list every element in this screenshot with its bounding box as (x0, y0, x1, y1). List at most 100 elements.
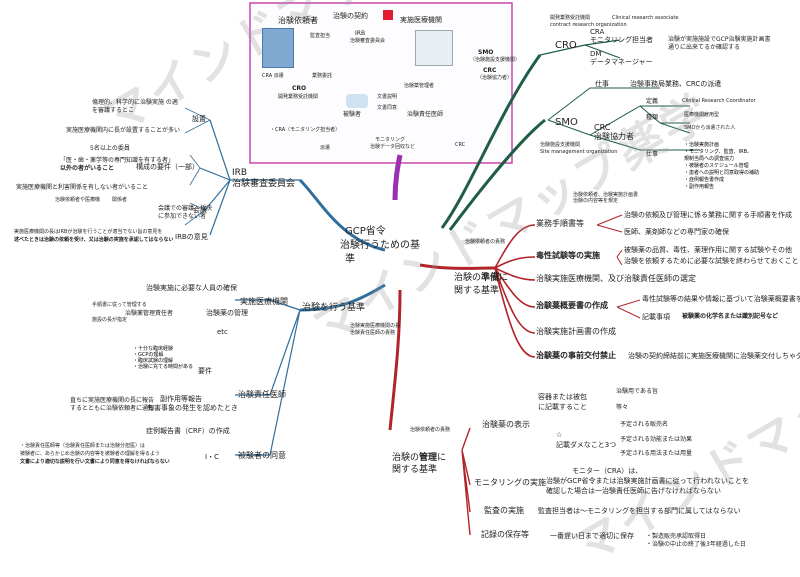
prep-summary: 治験薬概要書の作成 (536, 301, 608, 310)
smo-note2: Site management organization (540, 149, 618, 155)
manage-label-d: 等々 (616, 404, 629, 411)
fig-crc-sub: （治験協力者） (477, 75, 513, 81)
manage-title-2: 関する基準 (392, 465, 438, 475)
perform-req: 要件 (198, 367, 212, 375)
fig-crc: CRC (483, 67, 497, 74)
fig-cra: ・CRA（モニタリング担当者） (270, 127, 341, 133)
req-item: ・臨床試験の理解 (133, 358, 174, 364)
fig-cro: CRO (292, 85, 307, 92)
irb-setup-a: 倫理的、科学的に治験実施 の適 (92, 99, 178, 106)
crc-type2: SMOから派遣された人 (684, 125, 736, 131)
prep-title-2: 関する基準 (454, 286, 500, 296)
hospital-icon (415, 30, 453, 66)
irb-meet-d: に参加できない者 (158, 213, 207, 220)
perform-req-list: ・十分な臨床経験 ・GCPの理解 ・臨床試験の理解 ・治験に充てる時間がある (133, 346, 193, 370)
manage-rec-b: ・製造販売承認取得日 (646, 533, 707, 540)
irb-op-a: 実施医療機関の長はIRBが治験を行うことが適当でない旨の意見を (14, 229, 163, 235)
fig-participant: 被験者 (343, 111, 362, 118)
fig-business: 業務委託 (312, 73, 333, 79)
irb-opinion: IRBの意見 (175, 233, 208, 241)
crc-task: ・症例報告書作成 (684, 177, 725, 183)
manage-note: 治験依頼者の責務 (410, 427, 451, 433)
dm-desc: データマネージャー (590, 58, 653, 66)
branch-green-cro (440, 54, 542, 229)
irb-setup-c: 実施医療機関内に長が設置することが多い (66, 127, 181, 134)
branch-blue-perform (299, 283, 386, 312)
prep-mini1: 治験依頼者、治験実施計画書 (573, 192, 639, 198)
manage-label-a: 容器または被包 (538, 393, 587, 401)
patient-icon (346, 94, 368, 108)
central-line2: 治験行うための基 (340, 240, 420, 251)
fig-monitoring: モニタリング (375, 137, 406, 143)
prep-tox-b: 治験を依頼するために必要な試験を終わらせておくこと (624, 257, 799, 265)
crc-desc: 治験協力者 (594, 132, 634, 141)
fig-smo-sub: （治験施設支援機関） (470, 57, 521, 63)
manage-records: 記録の保存等 (481, 530, 529, 539)
manage-label-e: 記載ダメなこと3つ (556, 441, 617, 449)
irb-meeting: 会議 (193, 206, 207, 214)
manage-label: 治験薬の表示 (482, 420, 530, 429)
irb-meet-a: 治験依頼者や医療機 (55, 197, 101, 203)
prep-mini2: 治験の内容等を規定 (573, 198, 619, 204)
crc-task: ・患者への説明と同意取得の補助 (684, 170, 760, 176)
irb-mem-b: 「医・歯・薬学等の専門知識を有する者」 (60, 157, 175, 164)
manage-label-star: ☆ (556, 431, 563, 439)
perform-adverse: 副作用等報告 (160, 395, 202, 403)
smo-note1: 治験施設支援機関 (540, 142, 581, 148)
manage-label-g: 予定される効能または効果 (620, 436, 693, 443)
crc-definition: 定義 (646, 98, 659, 105)
fig-smo: SMO (478, 49, 494, 56)
irb-setup-b: を審議するとこ (92, 107, 135, 114)
prep-selection: 治験実施医療機関、及び治験責任医師の選定 (536, 274, 696, 283)
fig-consent-doc: 文書説明 (377, 94, 398, 100)
irb-mem-a: 5名以上の委員 (90, 145, 130, 152)
fig-crc-small: CRC (455, 142, 466, 148)
cra-desc: モニタリング担当者 (590, 36, 653, 44)
fig-irb: IRB (355, 30, 366, 37)
building-icon (262, 28, 294, 68)
fig-institution: 実施医療機関 (400, 16, 442, 24)
perform-adv-a: 有害事象の発生を認めたとき (147, 404, 238, 412)
manage-monitoring: モニタリングの実施 (474, 478, 546, 487)
cro-title: CRO (555, 40, 577, 51)
crc-task-list: ・治験実施計画 ・モニタリング、監査、IRB、 規制当局への調査協力 ・被験者の… (684, 142, 759, 191)
prep-summary-b: 記載事項 (642, 313, 670, 321)
irb-setup: 設置 (192, 115, 206, 123)
fig-irb-sub: 治験審査委員会 (350, 38, 386, 44)
perform-investigator: 治験責任医師 (238, 390, 286, 399)
fig-sponsor: 治験依頼者 (278, 16, 318, 25)
crc-types: 種類 (646, 114, 659, 121)
manage-audit: 監査の実施 (484, 506, 524, 515)
req-item: ・十分な臨床経験 (133, 346, 174, 352)
fig-dispatch: 派遣 (320, 145, 331, 151)
crc-work2: 仕事 (646, 151, 659, 158)
smo-title: SMO (555, 117, 578, 128)
perform-mgr-b: 施設の長が指定 (92, 317, 128, 323)
fig-monitor: 監査担当 (310, 33, 331, 39)
hospital-cross-icon (383, 10, 393, 20)
perform-institution: 実施医療機関 (240, 297, 288, 306)
prep-proc-a: 治験の依頼及び管理に係る業務に関する手順書を作成 (624, 211, 792, 219)
req-item: ・GCPの理解 (133, 352, 164, 358)
crc-task: ・治験実施計画 (684, 142, 720, 148)
prep-note: 治験依頼者の責務 (465, 239, 506, 245)
perform-title: 治験を行う基準 (302, 303, 366, 313)
manage-rec-a: 一番遅い日まで適切に保存 (550, 532, 634, 540)
perform-crf: 症例報告書（CRF）の作成 (146, 427, 230, 435)
prep-proc-b: 医師、薬剤師などの専門家の確保 (624, 228, 729, 236)
irb-mem-c: 以外の者がいること (60, 165, 115, 172)
irb-members: 構成の要件（一部） (136, 163, 199, 171)
fig-contract: 治験の契約 (333, 12, 368, 20)
prep-prohibit-a: 治験の契約締結前に実施医療機関に治験薬交付しちゃダメ (628, 352, 800, 360)
perform-con-b: 被験者に、あらかじめ治験の内容等を被験者の理解を得るよう (20, 451, 160, 457)
manage-label-c: 治験用である旨 (616, 388, 658, 395)
fig-consent: 文書同意 (377, 105, 398, 111)
perform-note2: 治験責任医師の責務 (350, 330, 396, 336)
manage-mon-a: モニター（CRA）は、 (572, 467, 643, 475)
irb-subtitle: 治験審査委員会 (232, 179, 296, 189)
central-line1: GCP省令 (345, 226, 386, 237)
perform-adv-c: するとともに治験依頼者に通知 (70, 405, 155, 412)
perform-etc: etc (217, 328, 228, 336)
prep-protocol: 治験実施計画書の作成 (536, 327, 616, 336)
perform-ic: I・C (205, 453, 219, 461)
